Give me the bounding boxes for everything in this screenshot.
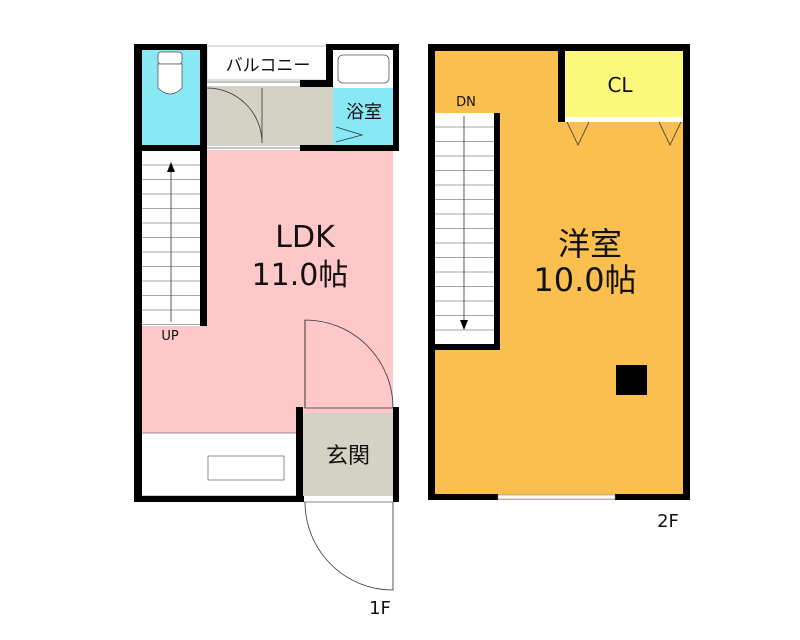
closet xyxy=(565,50,683,117)
room-name: 洋室 xyxy=(558,225,622,263)
stairs-up-arrow-icon xyxy=(167,162,175,172)
entrance-door-swing xyxy=(304,319,394,409)
floor-1: バルコニー 浴室 UP LDK 11.0帖 玄関 xyxy=(134,44,399,619)
entrance-label: 玄関 xyxy=(326,444,370,469)
ldk-size: 11.0帖 xyxy=(252,258,349,293)
stairs-2f[interactable] xyxy=(434,113,496,348)
stairs-up-label: UP xyxy=(161,329,179,344)
stairs-down-label: DN xyxy=(456,95,476,110)
walls-1f xyxy=(134,44,399,502)
stairs-down-arrow-icon xyxy=(460,320,468,330)
closet-door-icon[interactable] xyxy=(566,121,682,146)
shoe-cabinet xyxy=(207,455,285,481)
ldk-name: LDK xyxy=(275,220,336,255)
walls-2f xyxy=(428,44,690,500)
bathtub-icon xyxy=(337,54,390,84)
balcony xyxy=(206,45,331,81)
floor-2-label: 2F xyxy=(657,511,679,532)
pillar xyxy=(616,365,647,395)
hallway xyxy=(207,86,333,146)
toilet-icon xyxy=(157,51,183,95)
front-door-swing[interactable] xyxy=(304,501,394,591)
closet-label: CL xyxy=(607,73,633,97)
room-size: 10.0帖 xyxy=(533,261,636,299)
window-2f[interactable] xyxy=(497,494,616,500)
entrance xyxy=(303,413,393,496)
bath-label: 浴室 xyxy=(346,102,382,123)
hall-door-swing xyxy=(206,87,263,144)
bath-door-icon xyxy=(335,126,364,143)
balcony-label: バルコニー xyxy=(226,56,311,76)
floor-2: CL DN 洋室 10.0帖 2F xyxy=(428,44,690,532)
floor-1-label: 1F xyxy=(369,598,391,619)
